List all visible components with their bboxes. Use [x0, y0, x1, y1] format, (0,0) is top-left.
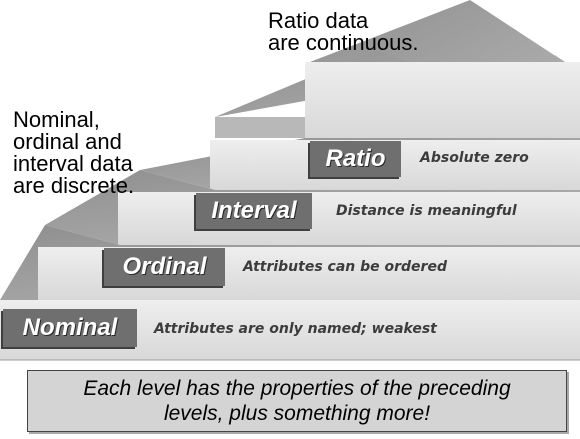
- level-desc-ordinal: Attributes can be ordered: [243, 259, 447, 275]
- stair-riser-2-face: [118, 192, 580, 245]
- level-label-ratio: Ratio: [310, 141, 401, 177]
- level-desc-nominal: Attributes are only named; weakest: [154, 321, 437, 337]
- level-label-ordinal: Ordinal: [104, 248, 225, 286]
- summary-text: Each level has the properties of the pre…: [83, 377, 511, 425]
- stair-riser-3: [215, 117, 305, 138]
- discrete-data-note: Nominal, ordinal and interval data are d…: [13, 107, 135, 198]
- level-desc-interval: Distance is meaningful: [336, 203, 517, 219]
- ratio-continuous-note: Ratio data are continuous.: [268, 8, 419, 55]
- level-desc-ratio: Absolute zero: [420, 150, 529, 166]
- level-label-interval: Interval: [196, 193, 312, 229]
- stair-riser-4: [305, 62, 580, 138]
- summary-box: Each level has the properties of the pre…: [27, 370, 567, 432]
- level-label-nominal: Nominal: [3, 309, 137, 347]
